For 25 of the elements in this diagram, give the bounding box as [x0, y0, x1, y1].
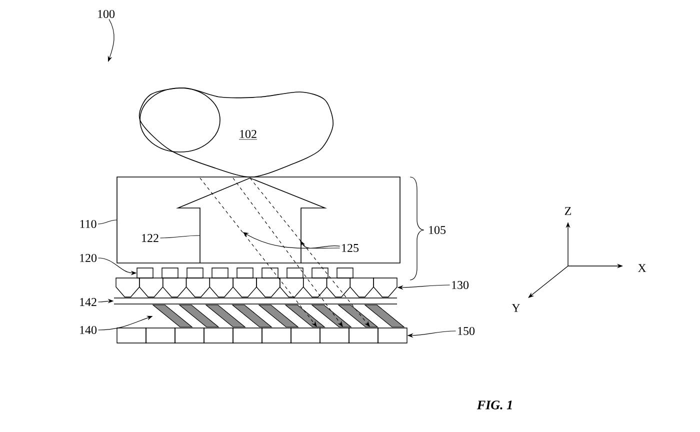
reference-numeral: 110	[80, 220, 96, 228]
cover-box	[116, 176, 400, 264]
reference-numeral: 102	[238, 130, 258, 140]
lens-array	[136, 268, 354, 278]
axis-label: X	[638, 264, 646, 272]
leader-line	[160, 235, 200, 238]
light-ray	[250, 178, 370, 327]
reference-numeral: 120	[80, 254, 97, 262]
reference-numeral: 122	[142, 234, 158, 242]
reference-numeral: 142	[80, 298, 96, 306]
leader-line	[98, 220, 117, 224]
light-ray	[232, 178, 343, 327]
sensor-array	[116, 328, 408, 344]
reference-numeral: 125	[342, 244, 359, 252]
reference-numeral: 100	[98, 10, 115, 18]
axis-label: Y	[512, 304, 520, 312]
reference-numeral: 150	[458, 326, 475, 336]
filter-layer	[114, 298, 398, 304]
reference-numeral: 140	[80, 326, 97, 334]
axis-label: Z	[564, 207, 571, 215]
figure-caption: FIG. 1	[476, 400, 512, 410]
collimator-array	[116, 278, 398, 298]
light-ray	[200, 178, 317, 327]
reference-numeral: 105	[429, 226, 446, 234]
reference-numeral: 130	[452, 280, 469, 290]
